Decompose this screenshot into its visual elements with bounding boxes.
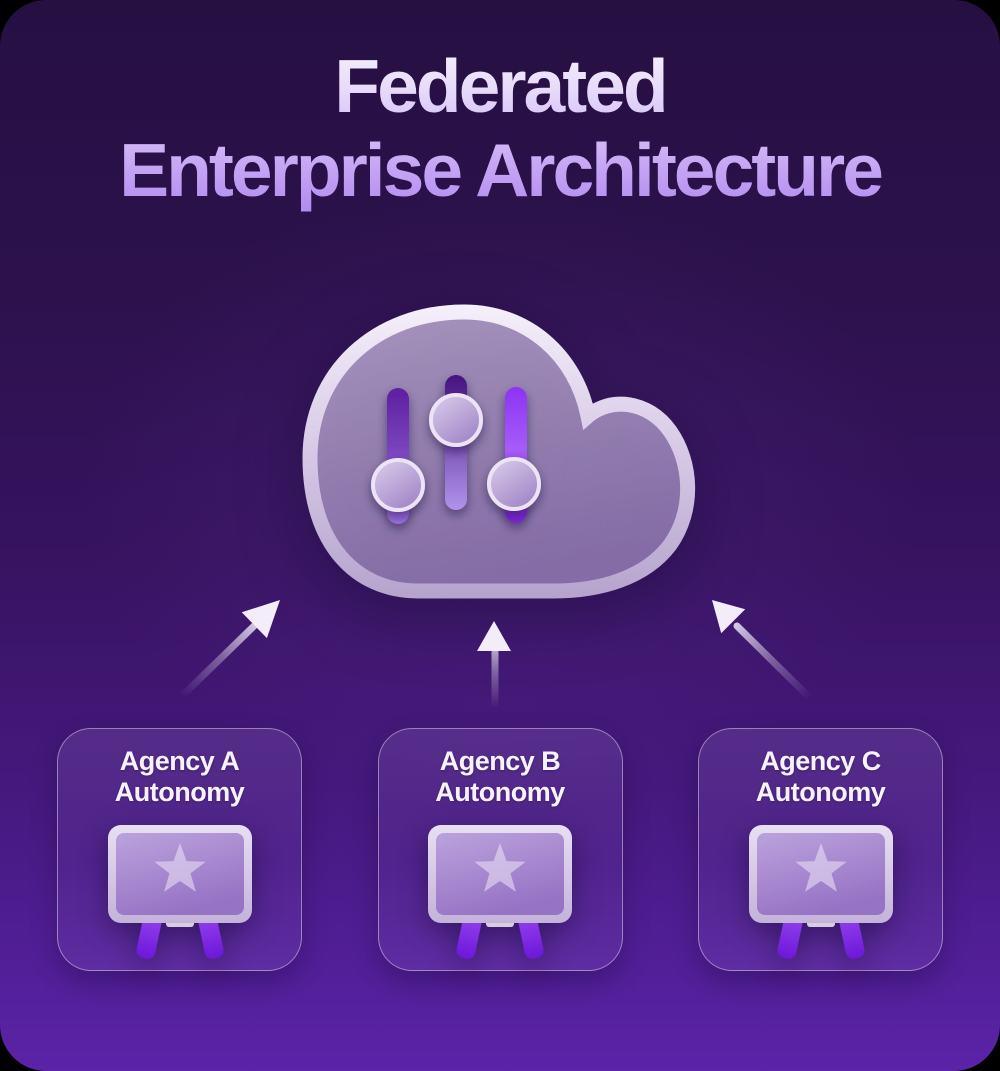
agency-card-b: Agency B Autonomy: [377, 728, 623, 971]
agency-card-c: Agency C Autonomy: [698, 728, 943, 971]
agency-name: Agency B: [439, 746, 561, 776]
star-icon: [474, 843, 526, 892]
agency-subtitle: Autonomy: [755, 777, 886, 807]
arrow-to-cloud-middle: [477, 621, 511, 710]
cloud-sliders-icon: [302, 304, 696, 599]
agency-name: Agency C: [760, 746, 881, 776]
agency-subtitle: Autonomy: [114, 777, 245, 807]
agency-subtitle: Autonomy: [435, 777, 565, 807]
vertical-sliders-icon: [371, 375, 541, 524]
agency-card-label: Agency B Autonomy: [435, 746, 565, 808]
agency-name: Agency A: [119, 746, 240, 776]
agency-card-a: Agency A Autonomy: [57, 728, 302, 971]
presentation-board-star-icon: [107, 825, 252, 959]
agency-card-label: Agency A Autonomy: [114, 746, 245, 808]
page-title: Federated Enterprise Architecture: [0, 0, 1000, 212]
presentation-board-star-icon: [428, 825, 572, 959]
slider-knob-right: [487, 457, 541, 511]
presentation-board-star-icon: [748, 825, 893, 959]
star-icon: [794, 843, 847, 892]
star-icon: [153, 843, 206, 892]
arrow-to-cloud-right: [712, 600, 814, 702]
title-line-2: Enterprise Architecture: [119, 128, 881, 212]
slider-knob-left: [371, 458, 425, 512]
agency-cards-row: Agency A Autonomy: [0, 728, 1000, 971]
agency-card-label: Agency C Autonomy: [755, 746, 886, 808]
title-line-1: Federated: [334, 44, 666, 128]
arrow-to-cloud-left: [178, 600, 280, 700]
cloud-shape: [302, 304, 696, 599]
slider-knob-middle: [429, 393, 483, 447]
